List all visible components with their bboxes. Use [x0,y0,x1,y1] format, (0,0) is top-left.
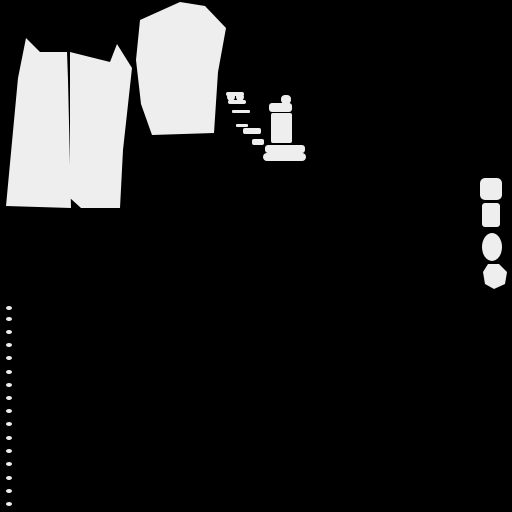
dot [6,436,12,440]
button-1 [480,178,502,200]
dot [6,370,12,374]
dot [6,476,12,480]
right-sleeve-piece [70,44,132,208]
dot [6,422,12,426]
dot [6,343,12,347]
dot [6,409,12,413]
dot [6,462,12,466]
dot [6,489,12,493]
dot [6,502,12,506]
dot [6,306,12,310]
right-button-set [480,178,507,289]
dot [6,330,12,334]
left-sleeve-piece [6,38,71,208]
center-body-piece [136,2,226,135]
post-cluster [263,95,306,161]
button-4 [483,264,507,289]
ornament-cluster [226,92,264,145]
dot [6,317,12,321]
button-2 [482,203,500,227]
dot-column [6,306,12,506]
dot [6,356,12,360]
button-3 [482,233,502,261]
dot [6,383,12,387]
dot [6,396,12,400]
dot [6,449,12,453]
